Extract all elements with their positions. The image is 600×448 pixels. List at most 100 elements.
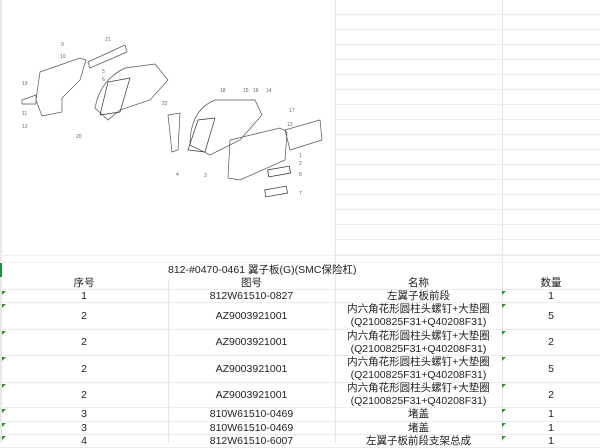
row-header-edge xyxy=(0,0,2,443)
cell-seq[interactable]: 1 xyxy=(0,290,168,303)
cell-seq[interactable]: 2 xyxy=(0,303,168,330)
number-as-text-marker xyxy=(502,304,506,308)
part-bracket-left xyxy=(35,57,87,117)
sheet-title[interactable]: 812-#0470-0461 翼子板(G)(SMC保险杠) xyxy=(168,264,357,276)
cell-part-no[interactable]: 812W61510-6007 xyxy=(168,435,335,448)
cell-seq[interactable]: 2 xyxy=(0,356,168,383)
number-as-text-marker xyxy=(2,423,6,427)
name-line-2: (Q2100825F31+Q40208F31) xyxy=(350,369,487,381)
part-support xyxy=(167,112,181,153)
svg-text:19: 19 xyxy=(22,81,28,87)
column-divider xyxy=(502,0,503,443)
name-line-1: 内六角花形圆柱头螺钉+大垫圈 xyxy=(347,382,490,394)
number-as-text-marker xyxy=(502,384,506,388)
cell-qty[interactable]: 5 xyxy=(502,303,600,330)
cell-name[interactable]: 堵盖 xyxy=(335,422,502,435)
number-as-text-marker xyxy=(2,304,6,308)
name-line-1: 左翼子板前段支架总成 xyxy=(366,434,471,447)
number-as-text-marker xyxy=(2,291,6,295)
cell-seq[interactable]: 2 xyxy=(0,330,168,356)
cell-part-no[interactable]: AZ9003921001 xyxy=(168,330,335,356)
svg-text:7: 7 xyxy=(299,191,302,197)
number-as-text-marker xyxy=(502,423,506,427)
fender-exploded-diagram: 9 10 21 5 6 19 11 12 20 22 18 15 16 14 1… xyxy=(21,37,323,198)
name-line-1: 内六角花形圆柱头螺钉+大垫圈 xyxy=(347,303,490,315)
column-divider xyxy=(168,280,169,443)
svg-text:3: 3 xyxy=(204,173,207,179)
cell-seq[interactable]: 3 xyxy=(0,422,168,435)
name-line-2: (Q2100825F31+Q40208F31) xyxy=(350,395,487,407)
name-line-2: (Q2100825F31+Q40208F31) xyxy=(350,316,487,328)
cell-name[interactable]: 内六角花形圆柱头螺钉+大垫圈(Q2100825F31+Q40208F31) xyxy=(335,303,502,330)
number-as-text-marker xyxy=(502,291,506,295)
svg-text:2: 2 xyxy=(299,161,302,167)
svg-text:11: 11 xyxy=(22,111,27,117)
cell-seq[interactable]: 2 xyxy=(0,383,168,408)
svg-text:14: 14 xyxy=(266,88,272,94)
cell-qty[interactable]: 1 xyxy=(502,408,600,422)
number-as-text-marker xyxy=(502,331,506,335)
svg-text:16: 16 xyxy=(253,88,259,94)
empty-cells-grid[interactable] xyxy=(335,0,600,255)
cell-part-no[interactable]: 812W61510-0827 xyxy=(168,290,335,303)
cell-seq[interactable]: 3 xyxy=(0,408,168,422)
cell-name[interactable]: 堵盖 xyxy=(335,408,502,422)
part-strip xyxy=(87,44,128,69)
svg-text:12: 12 xyxy=(22,124,28,130)
cell-qty[interactable]: 2 xyxy=(502,383,600,408)
cell-name[interactable]: 左翼子板前段支架总成 xyxy=(335,435,502,448)
header-name[interactable]: 名称 xyxy=(335,277,502,290)
column-divider xyxy=(335,0,336,443)
name-line-1: 左翼子板前段 xyxy=(387,289,450,302)
cell-qty[interactable]: 1 xyxy=(502,435,600,448)
header-part-no[interactable]: 图号 xyxy=(168,277,335,290)
svg-text:1: 1 xyxy=(299,153,302,159)
number-as-text-marker xyxy=(2,331,6,335)
part-step-8 xyxy=(267,165,291,178)
cell-part-no[interactable]: AZ9003921001 xyxy=(168,303,335,330)
number-as-text-marker xyxy=(502,409,506,413)
part-extension xyxy=(284,119,323,151)
cell-part-no[interactable]: 810W61510-0469 xyxy=(168,408,335,422)
active-cell-indicator xyxy=(0,263,2,277)
name-line-2: (Q2100825F31+Q40208F31) xyxy=(350,342,487,355)
cell-part-no[interactable]: 810W61510-0469 xyxy=(168,422,335,435)
name-line-1: 堵盖 xyxy=(408,421,429,434)
cell-part-no[interactable]: AZ9003921001 xyxy=(168,383,335,408)
svg-text:5: 5 xyxy=(102,69,105,75)
cell-name[interactable]: 内六角花形圆柱头螺钉+大垫圈(Q2100825F31+Q40208F31) xyxy=(335,356,502,383)
header-seq[interactable]: 序号 xyxy=(0,277,168,290)
name-line-1: 堵盖 xyxy=(408,408,429,420)
number-as-text-marker xyxy=(502,357,506,361)
number-as-text-marker xyxy=(2,436,6,440)
svg-text:22: 22 xyxy=(162,101,168,107)
part-panel xyxy=(227,127,288,181)
part-step-7 xyxy=(264,185,288,198)
callout-9: 9 xyxy=(61,42,64,48)
cell-qty[interactable]: 5 xyxy=(502,356,600,383)
svg-text:13: 13 xyxy=(287,122,293,128)
name-line-1: 内六角花形圆柱头螺钉+大垫圈 xyxy=(347,329,490,342)
svg-text:10: 10 xyxy=(60,54,66,60)
cell-seq[interactable]: 4 xyxy=(0,435,168,448)
cell-name[interactable]: 左翼子板前段 xyxy=(335,290,502,303)
svg-text:15: 15 xyxy=(243,88,249,94)
part-fender-rear xyxy=(94,63,169,121)
svg-text:20: 20 xyxy=(76,134,82,140)
cell-name[interactable]: 内六角花形圆柱头螺钉+大垫圈(Q2100825F31+Q40208F31) xyxy=(335,382,502,408)
number-as-text-marker xyxy=(2,409,6,413)
header-qty[interactable]: 数量 xyxy=(502,277,600,290)
cell-qty[interactable]: 2 xyxy=(502,330,600,356)
svg-text:21: 21 xyxy=(105,37,111,43)
cell-part-no[interactable]: AZ9003921001 xyxy=(168,356,335,383)
cell-qty[interactable]: 1 xyxy=(502,422,600,435)
part-fender-front xyxy=(189,99,263,156)
svg-text:18: 18 xyxy=(220,88,226,94)
svg-text:8: 8 xyxy=(299,172,302,178)
svg-text:4: 4 xyxy=(176,172,179,178)
name-line-1: 内六角花形圆柱头螺钉+大垫圈 xyxy=(347,356,490,368)
number-as-text-marker xyxy=(2,357,6,361)
empty-row[interactable] xyxy=(0,255,600,263)
cell-qty[interactable]: 1 xyxy=(502,290,600,303)
cell-name[interactable]: 内六角花形圆柱头螺钉+大垫圈(Q2100825F31+Q40208F31) xyxy=(335,330,502,356)
